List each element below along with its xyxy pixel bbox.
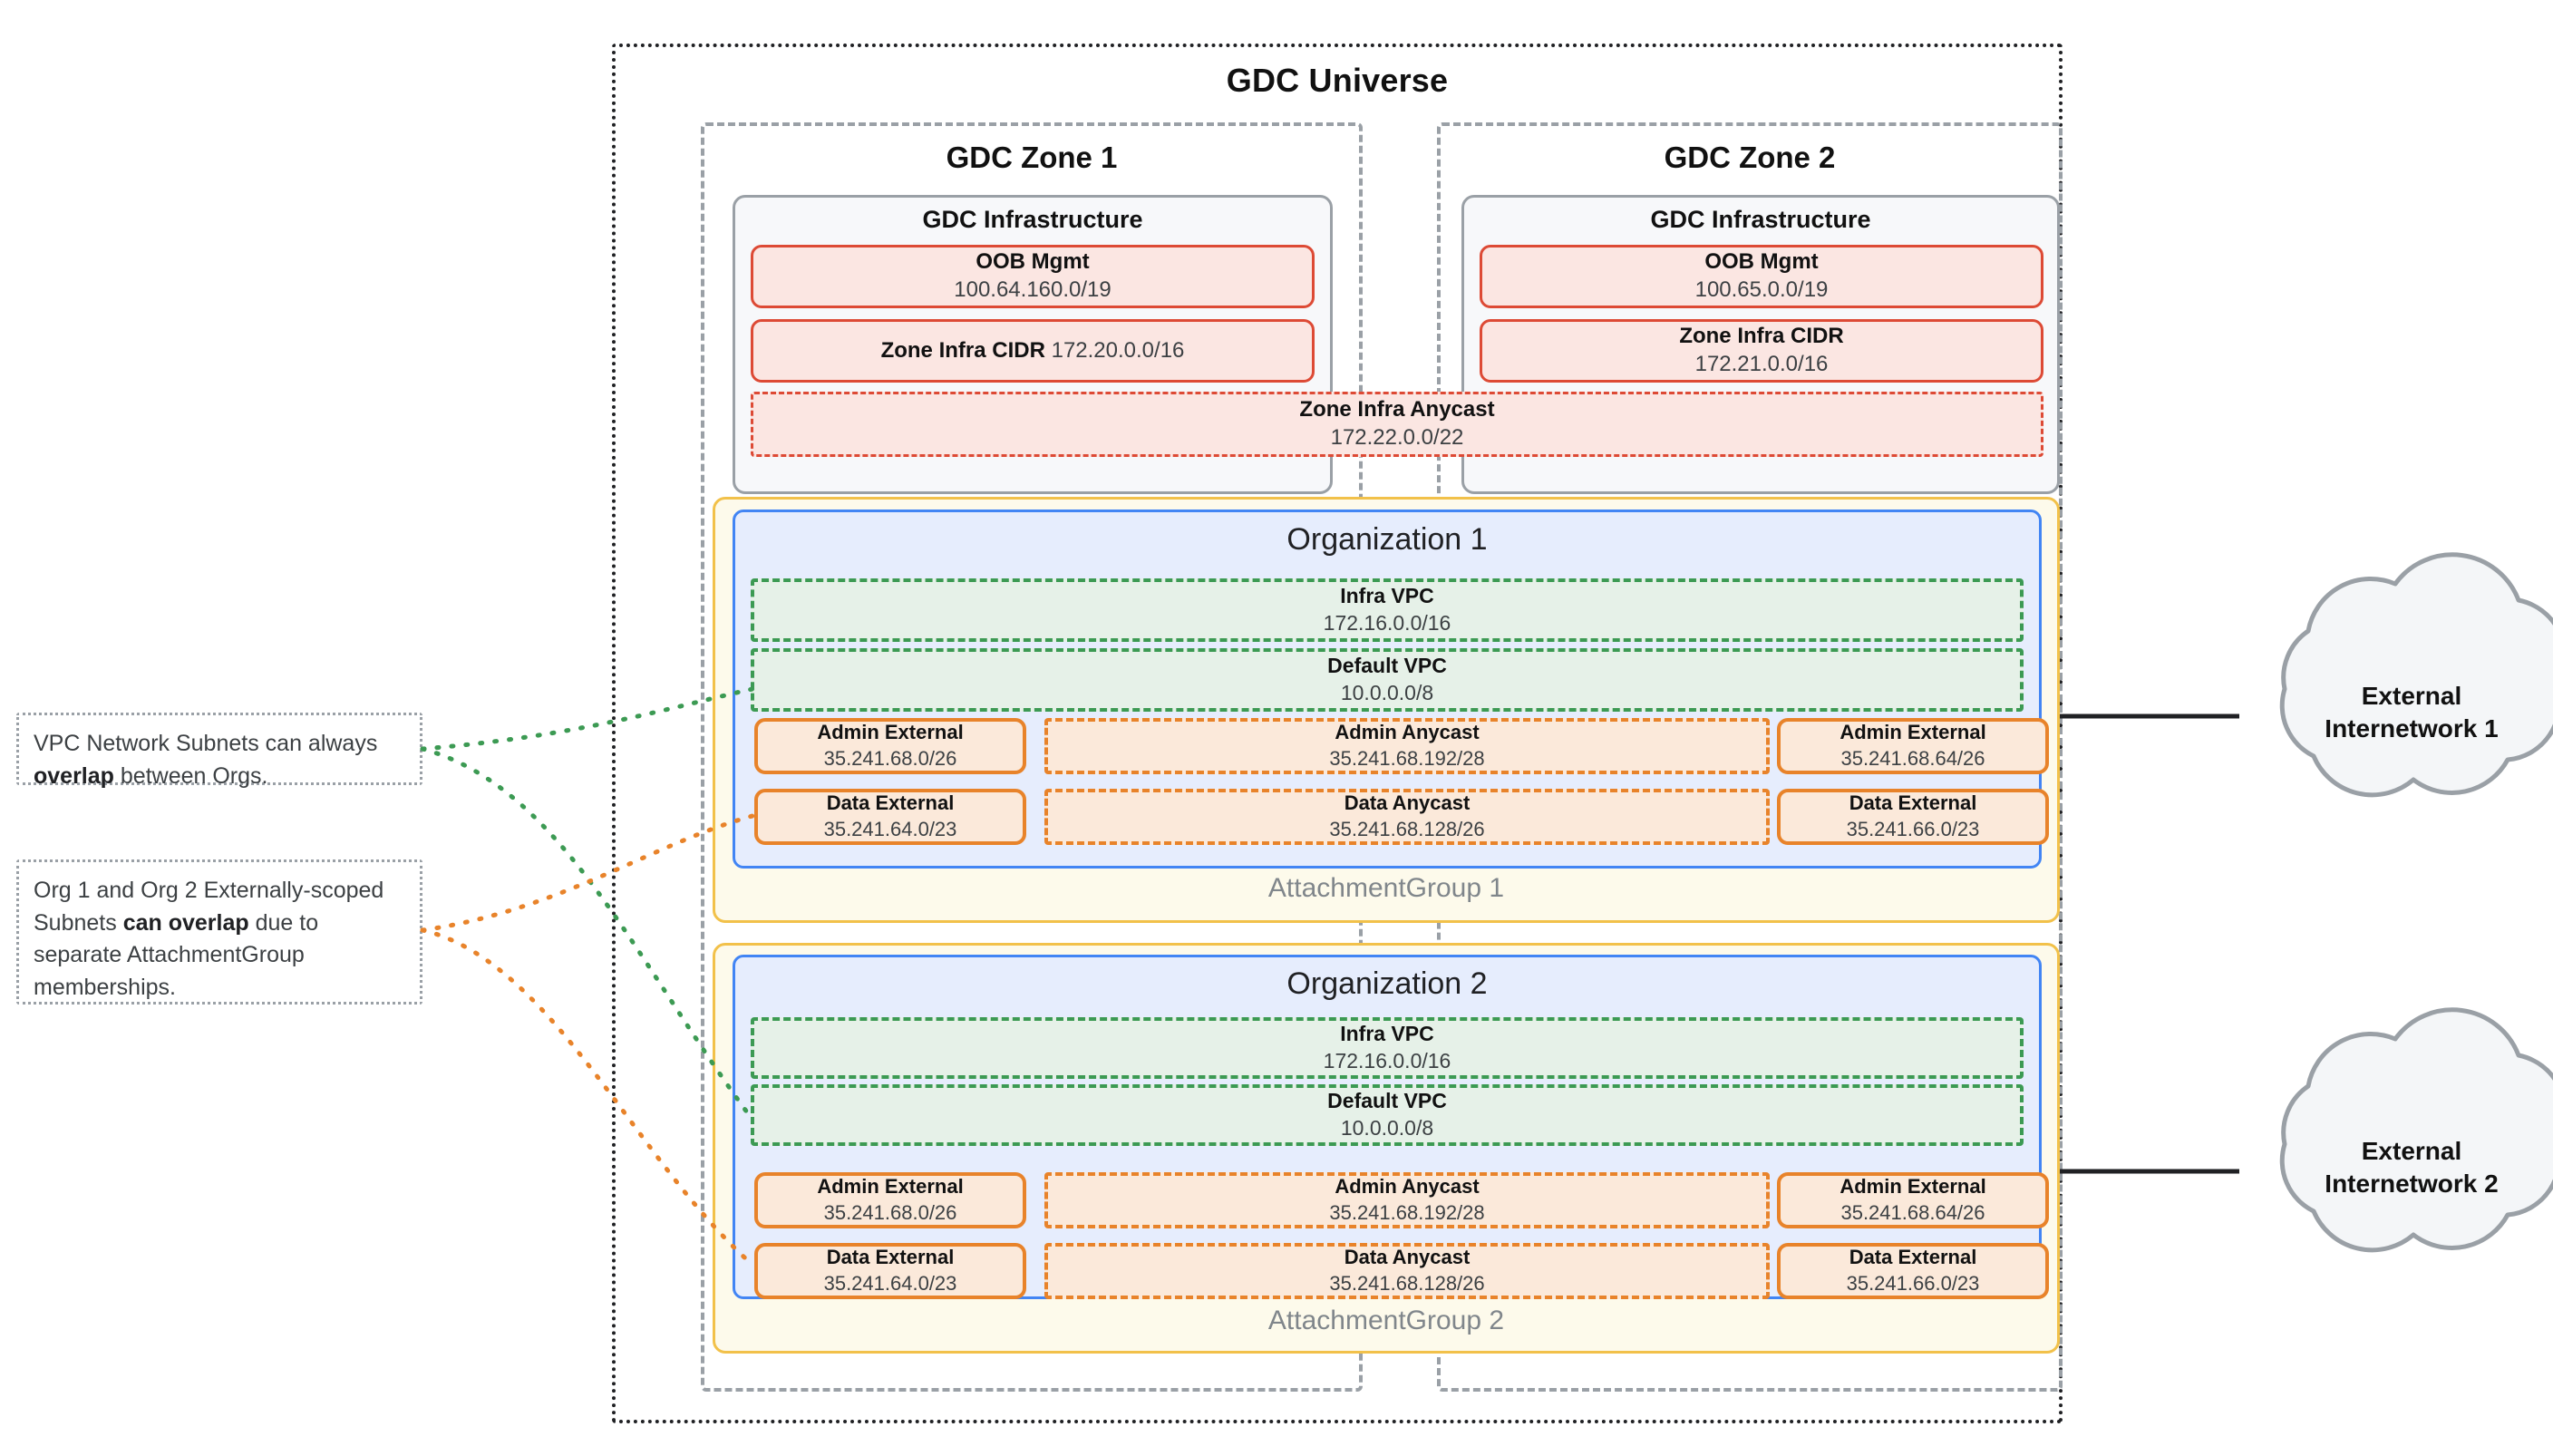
subnet-cidr: 35.241.68.192/28 [1329,747,1485,770]
subnet-cidr: 35.241.66.0/23 [1846,818,1980,840]
zone-1-oob-mgmt-cidr: 100.64.160.0/19 [954,277,1111,302]
zone-1-infra-cidr-value: 172.20.0.0/16 [1051,337,1185,363]
callout-2-bold: can overlap [122,909,249,936]
organization-1-infra-vpc: Infra VPC 172.16.0.0/16 [751,578,2024,642]
subnet-cidr: 35.241.68.192/28 [1329,1201,1485,1224]
subnet-label: Admin External [1840,1175,1986,1199]
organization-2-admin-external-left: Admin External 35.241.68.0/26 [754,1172,1026,1228]
zone-2-infra-cidr-value: 172.21.0.0/16 [1694,352,1829,376]
organization-1-admin-external-left: Admin External 35.241.68.0/26 [754,718,1026,774]
zone-1-infra-cidr-line: Zone Infra CIDR 172.20.0.0/16 [881,337,1185,365]
zone-1-oob-mgmt-label: OOB Mgmt [976,249,1090,275]
organization-1-infra-vpc-label: Infra VPC [1340,584,1434,608]
subnet-cidr: 35.241.68.64/26 [1840,747,1985,770]
external-internetwork-2-line2: Internetwork 2 [2325,1170,2499,1198]
zone-2-infra-title: GDC Infrastructure [1650,206,1871,233]
zone-1-infra-cidr-label: Zone Infra CIDR [880,337,1045,363]
subnet-cidr: 35.241.64.0/23 [823,818,957,840]
zone-2-oob-mgmt-box: OOB Mgmt 100.65.0.0/19 [1480,245,2043,308]
subnet-label: Admin External [1840,721,1986,744]
organization-2-data-external-left: Data External 35.241.64.0/23 [754,1243,1026,1299]
subnet-cidr: 35.241.68.128/26 [1329,1272,1485,1295]
organization-2-default-vpc-cidr: 10.0.0.0/8 [1340,1116,1434,1140]
gdc-zone-1-title: GDC Zone 1 [946,141,1118,174]
attachment-group-1-label: AttachmentGroup 1 [1267,873,1505,903]
callout-external-subnet-overlap: Org 1 and Org 2 Externally-scoped Subnet… [16,859,422,1005]
zone-infra-anycast-box: Zone Infra Anycast 172.22.0.0/22 [751,392,2043,457]
callout-2-pre: Org 1 and Org 2 Externally-scoped Subnet… [34,878,384,936]
subnet-label: Data External [826,1246,955,1269]
organization-2-default-vpc: Default VPC 10.0.0.0/8 [751,1084,2024,1146]
subnet-label: Admin Anycast [1335,721,1480,744]
organization-2-data-anycast: Data Anycast 35.241.68.128/26 [1044,1243,1770,1299]
subnet-cidr: 35.241.66.0/23 [1846,1272,1980,1295]
external-internetwork-2-label-group: External Internetwork 2 [2267,1135,2553,1217]
zone-1-infra-title: GDC Infrastructure [922,206,1143,233]
organization-1-default-vpc-label: Default VPC [1327,654,1447,678]
organization-2-infra-vpc-label: Infra VPC [1340,1022,1434,1046]
organization-2-admin-anycast: Admin Anycast 35.241.68.192/28 [1044,1172,1770,1228]
subnet-label: Admin External [817,721,964,744]
subnet-cidr: 35.241.68.0/26 [823,1201,957,1224]
callout-1-post: between Orgs. [113,762,268,789]
subnet-label: Data Anycast [1344,791,1471,815]
subnet-label: Data Anycast [1344,1246,1471,1269]
organization-1-admin-external-right: Admin External 35.241.68.64/26 [1777,718,2049,774]
subnet-label: Data External [1849,791,1977,815]
organization-2-title: Organization 2 [1286,966,1488,1001]
organization-1-data-external-right: Data External 35.241.66.0/23 [1777,789,2049,845]
gdc-zone-2-title: GDC Zone 2 [1664,141,1836,174]
organization-2-infra-vpc: Infra VPC 172.16.0.0/16 [751,1017,2024,1079]
zone-1-infra-cidr-box: Zone Infra CIDR 172.20.0.0/16 [751,319,1315,383]
subnet-cidr: 35.241.68.0/26 [823,747,957,770]
gdc-universe-title: GDC Universe [1226,62,1449,99]
organization-1-admin-anycast: Admin Anycast 35.241.68.192/28 [1044,718,1770,774]
organization-2-default-vpc-label: Default VPC [1327,1089,1447,1113]
organization-1-default-vpc: Default VPC 10.0.0.0/8 [751,648,2024,712]
subnet-cidr: 35.241.68.64/26 [1840,1201,1985,1224]
organization-1-default-vpc-cidr: 10.0.0.0/8 [1340,681,1434,704]
subnet-label: Admin Anycast [1335,1175,1480,1199]
zone-2-oob-mgmt-cidr: 100.65.0.0/19 [1694,277,1829,302]
organization-1-title: Organization 1 [1286,522,1488,557]
external-internetwork-1-label-group: External Internetwork 1 [2267,680,2553,762]
callout-1-pre: VPC Network Subnets can always [34,731,378,756]
subnet-cidr: 35.241.68.128/26 [1329,818,1485,840]
zone-infra-anycast-cidr: 172.22.0.0/22 [1330,425,1464,450]
external-internetwork-1-line2: Internetwork 1 [2325,714,2499,743]
organization-2-data-external-right: Data External 35.241.66.0/23 [1777,1243,2049,1299]
organization-1-data-anycast: Data Anycast 35.241.68.128/26 [1044,789,1770,845]
subnet-label: Admin External [817,1175,964,1199]
callout-1-bold: overlap [34,762,114,789]
subnet-cidr: 35.241.64.0/23 [823,1272,957,1295]
callout-2-post: due to separate AttachmentGroup membersh… [34,909,319,1000]
subnet-label: Data External [1849,1246,1977,1269]
zone-2-infra-cidr-label: Zone Infra CIDR [1679,324,1844,349]
organization-1-infra-vpc-cidr: 172.16.0.0/16 [1323,611,1451,635]
external-internetwork-1-line1: External [2361,682,2462,710]
organization-2-infra-vpc-cidr: 172.16.0.0/16 [1323,1049,1451,1073]
zone-2-infra-cidr-box: Zone Infra CIDR 172.21.0.0/16 [1480,319,2043,383]
zone-1-oob-mgmt-box: OOB Mgmt 100.64.160.0/19 [751,245,1315,308]
subnet-label: Data External [826,791,955,815]
organization-2-admin-external-right: Admin External 35.241.68.64/26 [1777,1172,2049,1228]
zone-infra-anycast-label: Zone Infra Anycast [1299,397,1495,422]
organization-1-data-external-left: Data External 35.241.64.0/23 [754,789,1026,845]
zone-2-oob-mgmt-label: OOB Mgmt [1704,249,1819,275]
callout-vpc-overlap: VPC Network Subnets can always overlap b… [16,713,422,789]
attachment-group-2-label: AttachmentGroup 2 [1267,1306,1505,1335]
external-internetwork-2-line1: External [2361,1137,2462,1165]
